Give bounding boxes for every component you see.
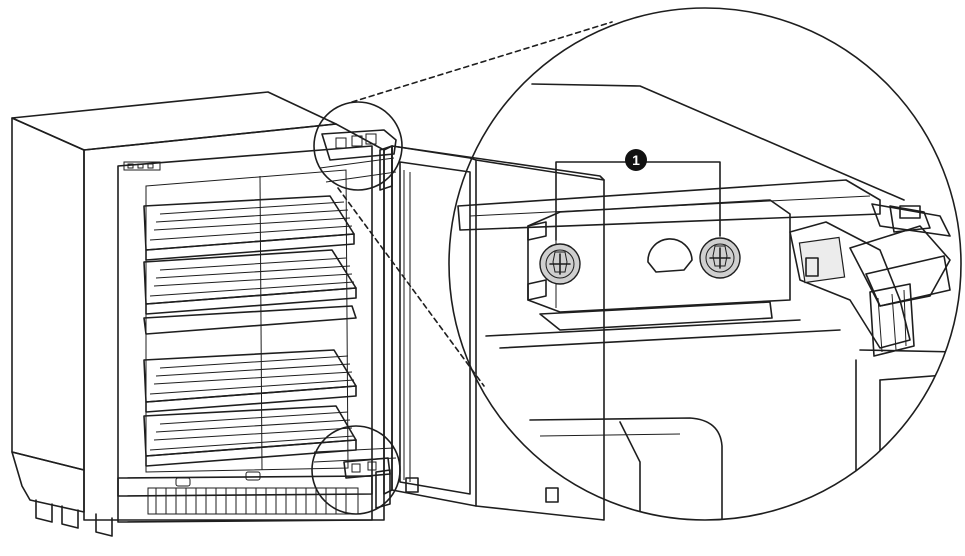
shelf-icon	[143, 195, 357, 467]
callout-badge	[625, 149, 647, 171]
callout-marker: 1	[555, 149, 721, 241]
cabinet-icon	[11, 91, 385, 537]
screw-icon	[539, 243, 581, 285]
top-hinge-detail-circle	[313, 101, 403, 191]
shelf-2	[143, 249, 357, 315]
callout-number: 1	[632, 152, 640, 168]
hinge-icon	[789, 203, 951, 357]
shelf-1	[143, 195, 355, 261]
shelf-5	[143, 405, 357, 467]
door-panel	[383, 145, 605, 521]
bottom-hinge-detail-circle	[311, 425, 401, 515]
vent-grille	[117, 471, 373, 523]
magnifier-circle-icon: 1	[448, 7, 962, 521]
magnifier-leader-lines	[337, 21, 613, 387]
shelf-3-fixed	[143, 305, 357, 335]
shelf-4	[143, 349, 357, 413]
screw-icon	[699, 237, 741, 279]
